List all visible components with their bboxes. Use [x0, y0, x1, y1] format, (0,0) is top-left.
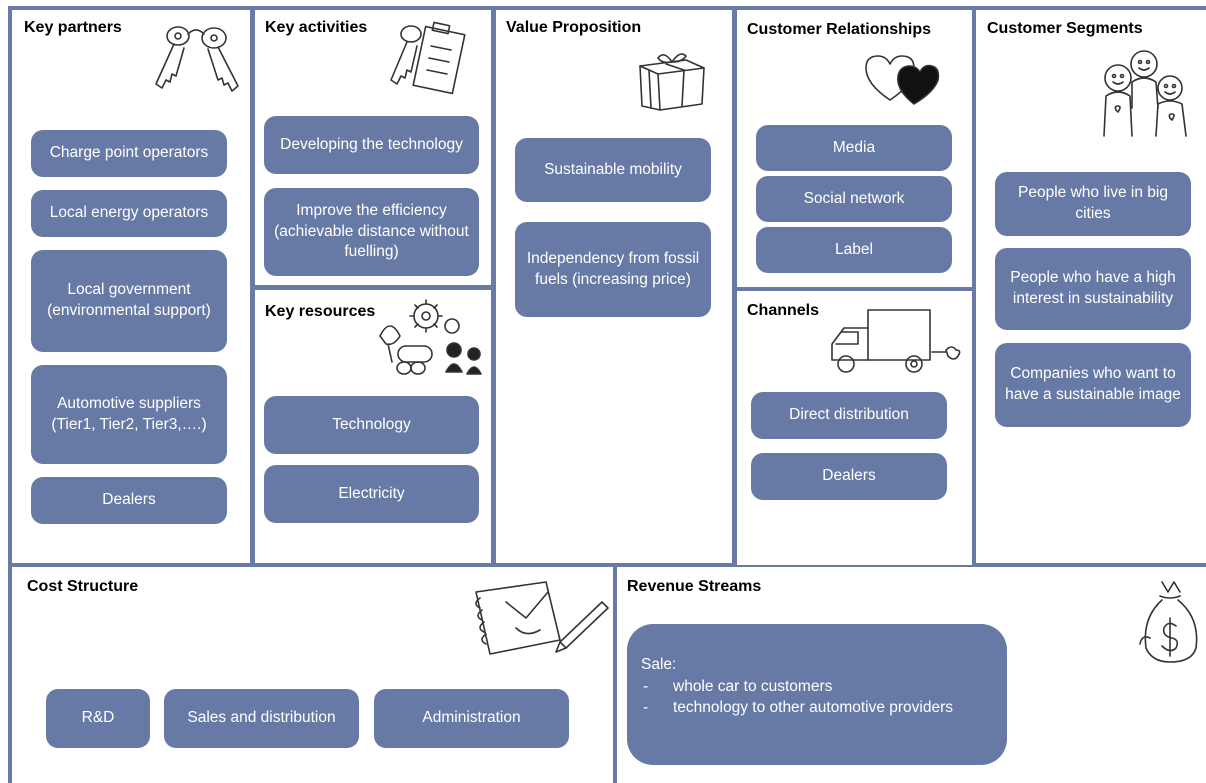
list-item: Social network: [756, 176, 952, 222]
key-resources-title: Key resources: [265, 303, 376, 320]
list-item: Electricity: [264, 465, 479, 523]
list-item: technology to other automotive providers: [641, 697, 993, 719]
resources-gears-icon: [370, 296, 490, 382]
list-item: Administration: [374, 689, 569, 748]
revenue-heading: Sale:: [641, 656, 677, 673]
list-item: Developing the technology: [264, 116, 479, 174]
list-item: Dealers: [751, 453, 947, 500]
revenue-list: whole car to customers technology to oth…: [641, 676, 993, 719]
list-item: Independency from fossil fuels (increasi…: [515, 222, 711, 317]
list-item: Charge point operators: [31, 130, 227, 177]
hearts-icon: [862, 50, 940, 106]
customer-relationships-title: Customer Relationships: [747, 21, 932, 38]
customer-segments-title: Customer Segments: [987, 20, 1143, 37]
revenue-streams-box: Sale: whole car to customers technology …: [627, 624, 1007, 765]
list-item: R&D: [46, 689, 150, 748]
value-proposition-title: Value Proposition: [506, 19, 642, 36]
cost-structure-title: Cost Structure: [27, 578, 139, 595]
keys-icon: [148, 16, 246, 98]
key-clipboard-icon: [385, 16, 473, 100]
list-item: Automotive suppliers (Tier1, Tier2, Tier…: [31, 365, 227, 464]
money-bag-icon: [1138, 578, 1202, 664]
list-item: Technology: [264, 396, 479, 454]
list-item: People who live in big cities: [995, 172, 1191, 236]
key-partners-title: Key partners: [24, 19, 122, 36]
list-item: whole car to customers: [641, 676, 993, 698]
list-item: Improve the efficiency (achievable dista…: [264, 188, 479, 276]
list-item: Sales and distribution: [164, 689, 359, 748]
list-item: Media: [756, 125, 952, 171]
list-item: Local energy operators: [31, 190, 227, 237]
key-activities-title: Key activities: [265, 19, 368, 36]
list-item: Label: [756, 227, 952, 273]
list-item: Sustainable mobility: [515, 138, 711, 202]
revenue-streams-title: Revenue Streams: [627, 578, 762, 595]
list-item: Local government (environmental support): [31, 250, 227, 352]
people-icon: [1098, 48, 1194, 138]
channels-title: Channels: [747, 302, 820, 319]
list-item: Direct distribution: [751, 392, 947, 439]
list-item: Dealers: [31, 477, 227, 524]
notebook-pen-icon: [456, 578, 610, 660]
list-item: Companies who want to have a sustainable…: [995, 343, 1191, 427]
truck-icon: [828, 306, 964, 376]
list-item: People who have a high interest in susta…: [995, 248, 1191, 330]
gift-box-icon: [636, 48, 708, 111]
